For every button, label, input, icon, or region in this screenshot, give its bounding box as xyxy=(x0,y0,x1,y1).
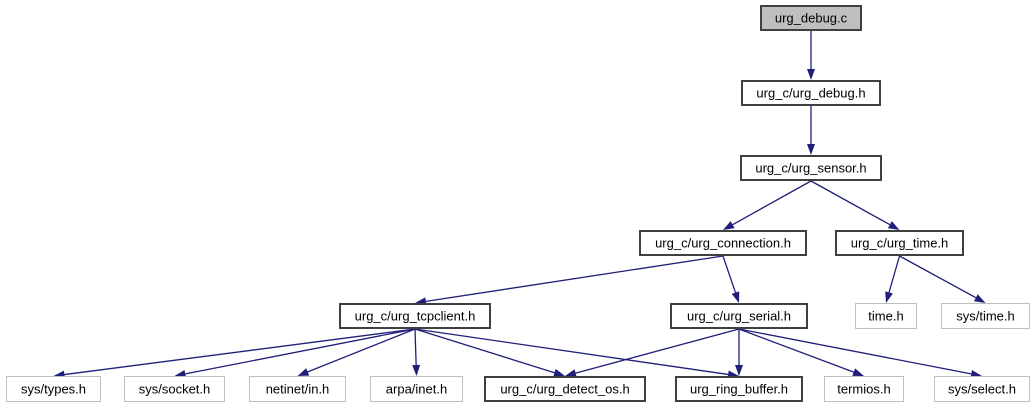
node-termios_h[interactable]: termios.h xyxy=(824,376,904,402)
node-hit-urg_detect_os_h[interactable] xyxy=(484,376,646,402)
edge-urg_sensor_h-to-urg_time_h xyxy=(810,180,891,226)
node-hit-sys_types_h[interactable] xyxy=(6,376,101,402)
node-hit-netinet_in_h[interactable] xyxy=(249,376,346,402)
node-hit-sys_time_h[interactable] xyxy=(941,303,1030,329)
arrowhead-urg_debug_c-to-urg_debug_h xyxy=(807,69,815,80)
node-hit-urg_time_h[interactable] xyxy=(835,230,964,256)
node-urg_ring_buffer_h[interactable]: urg_ring_buffer.h xyxy=(675,376,803,402)
arrowhead-urg_connection_h-to-urg_serial_h xyxy=(731,291,740,303)
node-hit-sys_socket_h[interactable] xyxy=(124,376,225,402)
edge-urg_tcpclient_h-to-arpa_inet_h xyxy=(414,328,417,366)
node-urg_time_h[interactable]: urg_c/urg_time.h xyxy=(835,230,964,256)
node-hit-urg_debug_c[interactable] xyxy=(760,5,862,31)
node-box-netinet_in_h xyxy=(249,376,346,402)
node-box-sys_time_h xyxy=(941,303,1030,329)
node-urg_detect_os_h[interactable]: urg_c/urg_detect_os.h xyxy=(484,376,646,402)
node-hit-urg_tcpclient_h[interactable] xyxy=(339,303,491,329)
node-box-time_h xyxy=(855,303,917,329)
edge-urg_time_h-to-time_h xyxy=(888,255,901,293)
arrowhead-urg_serial_h-to-urg_detect_os_h xyxy=(565,369,577,377)
arrowhead-urg_tcpclient_h-to-urg_detect_os_h xyxy=(553,368,565,377)
node-sys_types_h[interactable]: sys/types.h xyxy=(6,376,101,402)
node-netinet_in_h[interactable]: netinet/in.h xyxy=(249,376,346,402)
node-hit-time_h[interactable] xyxy=(855,303,917,329)
edge-urg_serial_h-to-sys_select_h xyxy=(738,328,972,375)
node-box-sys_types_h xyxy=(6,376,101,402)
node-hit-urg_ring_buffer_h[interactable] xyxy=(675,376,803,402)
node-sys_socket_h[interactable]: sys/socket.h xyxy=(124,376,225,402)
node-hit-termios_h[interactable] xyxy=(824,376,904,402)
node-urg_debug_c[interactable]: urg_debug.c xyxy=(760,5,862,31)
node-hit-urg_sensor_h[interactable] xyxy=(740,155,882,181)
node-sys_select_h[interactable]: sys/select.h xyxy=(934,376,1030,402)
arrowhead-urg_serial_h-to-termios_h xyxy=(852,368,864,376)
node-box-urg_ring_buffer_h xyxy=(675,376,803,402)
edge-urg_connection_h-to-urg_serial_h xyxy=(722,255,737,293)
node-box-urg_connection_h xyxy=(639,230,807,256)
arrowhead-urg_tcpclient_h-to-netinet_in_h xyxy=(297,368,310,376)
arrowhead-urg_serial_h-to-urg_ring_buffer_h xyxy=(735,365,743,376)
node-urg_sensor_h[interactable]: urg_c/urg_sensor.h xyxy=(740,155,882,181)
node-box-sys_select_h xyxy=(934,376,1030,402)
arrowhead-urg_time_h-to-time_h xyxy=(885,291,893,303)
node-box-urg_sensor_h xyxy=(740,155,882,181)
edge-urg_tcpclient_h-to-sys_socket_h xyxy=(185,328,416,375)
node-box-termios_h xyxy=(824,376,904,402)
edge-urg_tcpclient_h-to-sys_types_h xyxy=(64,328,416,376)
node-hit-urg_debug_h[interactable] xyxy=(741,80,881,106)
node-box-urg_serial_h xyxy=(670,303,808,329)
node-urg_serial_h[interactable]: urg_c/urg_serial.h xyxy=(670,303,808,329)
arrowhead-urg_time_h-to-sys_time_h xyxy=(973,294,986,303)
node-box-urg_debug_c xyxy=(760,5,862,31)
edge-urg_serial_h-to-urg_detect_os_h xyxy=(575,328,740,374)
node-urg_connection_h[interactable]: urg_c/urg_connection.h xyxy=(639,230,807,256)
edge-urg_tcpclient_h-to-netinet_in_h xyxy=(307,328,416,373)
node-box-urg_debug_h xyxy=(741,80,881,106)
node-box-urg_tcpclient_h xyxy=(339,303,491,329)
node-time_h[interactable]: time.h xyxy=(855,303,917,329)
node-urg_debug_h[interactable]: urg_c/urg_debug.h xyxy=(741,80,881,106)
node-arpa_inet_h[interactable]: arpa/inet.h xyxy=(370,376,463,402)
node-box-arpa_inet_h xyxy=(370,376,463,402)
edge-urg_tcpclient_h-to-urg_ring_buffer_h xyxy=(414,328,729,376)
node-hit-urg_connection_h[interactable] xyxy=(639,230,807,256)
edge-urg_serial_h-to-termios_h xyxy=(738,328,854,373)
nodes-layer: urg_debug.c urg_c/urg_debug.h urg_c/urg_se… xyxy=(6,5,1030,402)
node-hit-sys_select_h[interactable] xyxy=(934,376,1030,402)
arrowhead-urg_tcpclient_h-to-arpa_inet_h xyxy=(412,364,421,376)
node-hit-arpa_inet_h[interactable] xyxy=(370,376,463,402)
edges-layer xyxy=(53,31,986,379)
arrowhead-urg_debug_h-to-urg_sensor_h xyxy=(807,144,815,155)
arrowhead-urg_sensor_h-to-urg_time_h xyxy=(887,221,900,230)
arrowhead-urg_sensor_h-to-urg_connection_h xyxy=(723,221,735,230)
arrowhead-urg_tcpclient_h-to-sys_socket_h xyxy=(174,369,187,378)
node-box-sys_socket_h xyxy=(124,376,225,402)
node-sys_time_h[interactable]: sys/time.h xyxy=(941,303,1030,329)
edge-urg_connection_h-to-urg_tcpclient_h xyxy=(425,255,724,302)
node-box-urg_time_h xyxy=(835,230,964,256)
edge-urg_sensor_h-to-urg_connection_h xyxy=(732,180,812,226)
node-box-urg_detect_os_h xyxy=(484,376,646,402)
edge-urg_time_h-to-sys_time_h xyxy=(899,255,977,299)
node-urg_tcpclient_h[interactable]: urg_c/urg_tcpclient.h xyxy=(339,303,491,329)
arrowhead-urg_serial_h-to-sys_select_h xyxy=(970,369,982,378)
node-hit-urg_serial_h[interactable] xyxy=(670,303,808,329)
edge-urg_tcpclient_h-to-urg_detect_os_h xyxy=(414,328,555,374)
